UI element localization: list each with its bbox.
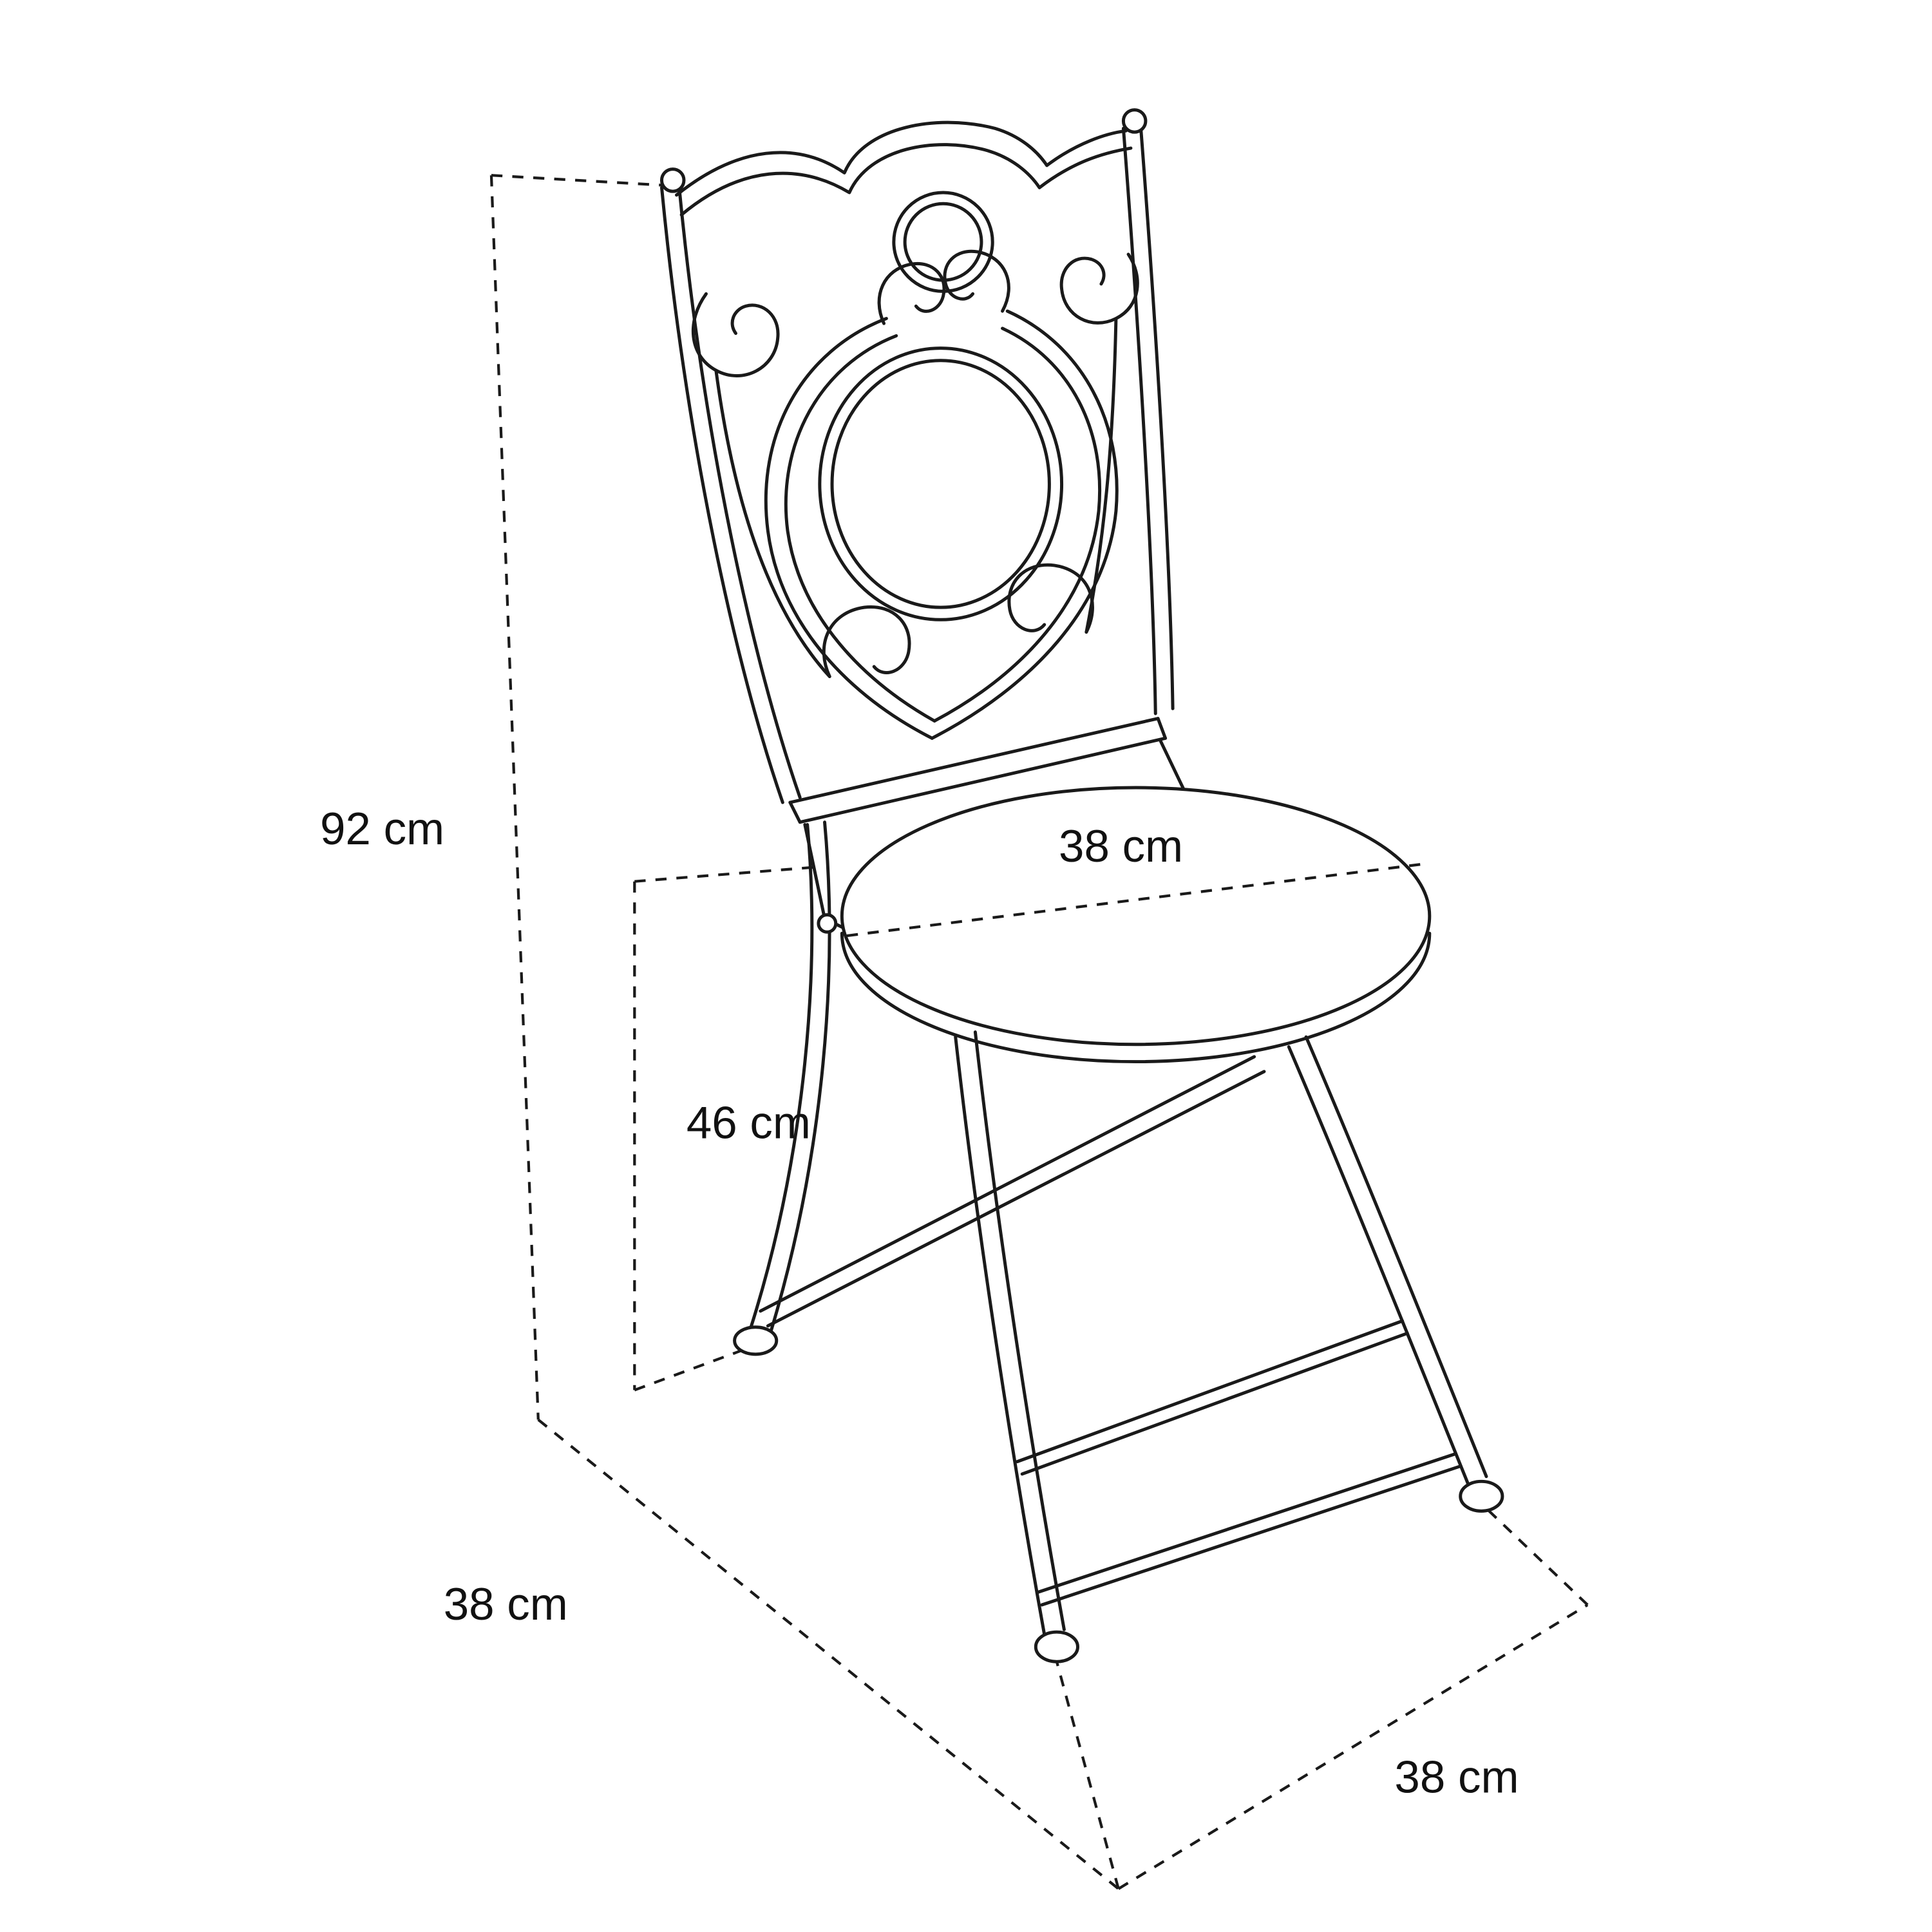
right-post-inner bbox=[1139, 124, 1175, 710]
bottom-rail-cap-left bbox=[788, 800, 802, 824]
seat-diameter-line bbox=[846, 862, 1423, 938]
height-top-tick bbox=[491, 174, 662, 187]
seat bbox=[840, 786, 1432, 1064]
height-label: 92 cm bbox=[320, 804, 444, 855]
front-left-foot bbox=[1034, 1630, 1079, 1663]
scroll-stem-left bbox=[714, 368, 831, 678]
fold-strut-outer bbox=[759, 1055, 1256, 1313]
rear-foot bbox=[733, 1325, 779, 1356]
depth-dimension-line bbox=[537, 1418, 1120, 1890]
depth-label: 38 cm bbox=[444, 1579, 568, 1630]
left-post-outer bbox=[659, 185, 784, 804]
bottom-scroll-left bbox=[822, 605, 911, 678]
heart-frame-left-outer bbox=[764, 317, 934, 740]
leg-rung-upper-b bbox=[1020, 1331, 1409, 1476]
bottom-rail-top bbox=[788, 717, 1160, 804]
seat-top bbox=[840, 786, 1432, 1046]
dimension-labels: 92 cm 38 cm 46 cm 38 cm 38 cm bbox=[320, 804, 1519, 1803]
hinge-pivot bbox=[817, 913, 838, 934]
seat-rim bbox=[840, 931, 1432, 1064]
heart-frame-left-inner bbox=[784, 334, 936, 723]
rear-leg-outer bbox=[749, 823, 814, 1331]
dimension-lines bbox=[489, 174, 1589, 1890]
left-post-inner bbox=[677, 184, 802, 799]
side-scroll-right bbox=[1059, 252, 1139, 325]
center-scroll-right bbox=[943, 249, 1010, 313]
scroll-stem-right bbox=[1084, 317, 1118, 634]
heart-frame-right-outer bbox=[930, 309, 1119, 740]
arch-circle-inner bbox=[903, 202, 983, 282]
side-scroll-left bbox=[691, 292, 780, 377]
right-post-knob bbox=[1121, 108, 1148, 134]
rear-leg-inner bbox=[768, 820, 831, 1335]
seat-diameter-label: 38 cm bbox=[1059, 821, 1183, 872]
seat-height-bottom-tick bbox=[634, 1347, 749, 1392]
bottom-rail-bottom bbox=[798, 736, 1168, 824]
width-label: 38 cm bbox=[1394, 1752, 1519, 1803]
bottom-scroll-right bbox=[1007, 563, 1094, 634]
bottom-rail-cap-right bbox=[1156, 717, 1168, 740]
top-arch-outer bbox=[674, 120, 1128, 197]
leg-rung-lower-a bbox=[1035, 1452, 1456, 1595]
front-right-foot bbox=[1459, 1479, 1504, 1513]
center-oval-inner bbox=[830, 359, 1051, 609]
center-scroll-left bbox=[877, 261, 946, 325]
fold-strut-inner bbox=[766, 1070, 1266, 1328]
leg-rung-lower-b bbox=[1040, 1464, 1461, 1607]
seat-height-top-tick bbox=[634, 865, 822, 883]
hinge-bracket-left bbox=[803, 823, 827, 920]
width-dimension-line bbox=[1117, 1604, 1589, 1890]
right-post-outer bbox=[1121, 126, 1157, 715]
front-left-leg-outer bbox=[954, 1035, 1046, 1636]
front-left-leg-inner bbox=[973, 1030, 1066, 1631]
front-right-leg-inner bbox=[1304, 1035, 1488, 1479]
width-connector-left bbox=[1055, 1661, 1120, 1889]
top-arch-inner bbox=[679, 143, 1133, 217]
front-right-leg-outer bbox=[1287, 1045, 1471, 1488]
left-post-knob bbox=[659, 167, 686, 193]
leg-rung-upper-a bbox=[1016, 1319, 1405, 1464]
heart-frame-right-inner bbox=[933, 327, 1102, 723]
backrest bbox=[659, 108, 1222, 934]
height-dimension-line bbox=[489, 175, 540, 1420]
center-oval-outer bbox=[818, 346, 1064, 621]
width-connector-right bbox=[1482, 1505, 1589, 1606]
seat-height-label: 46 cm bbox=[687, 1097, 811, 1148]
legs bbox=[733, 820, 1504, 1663]
